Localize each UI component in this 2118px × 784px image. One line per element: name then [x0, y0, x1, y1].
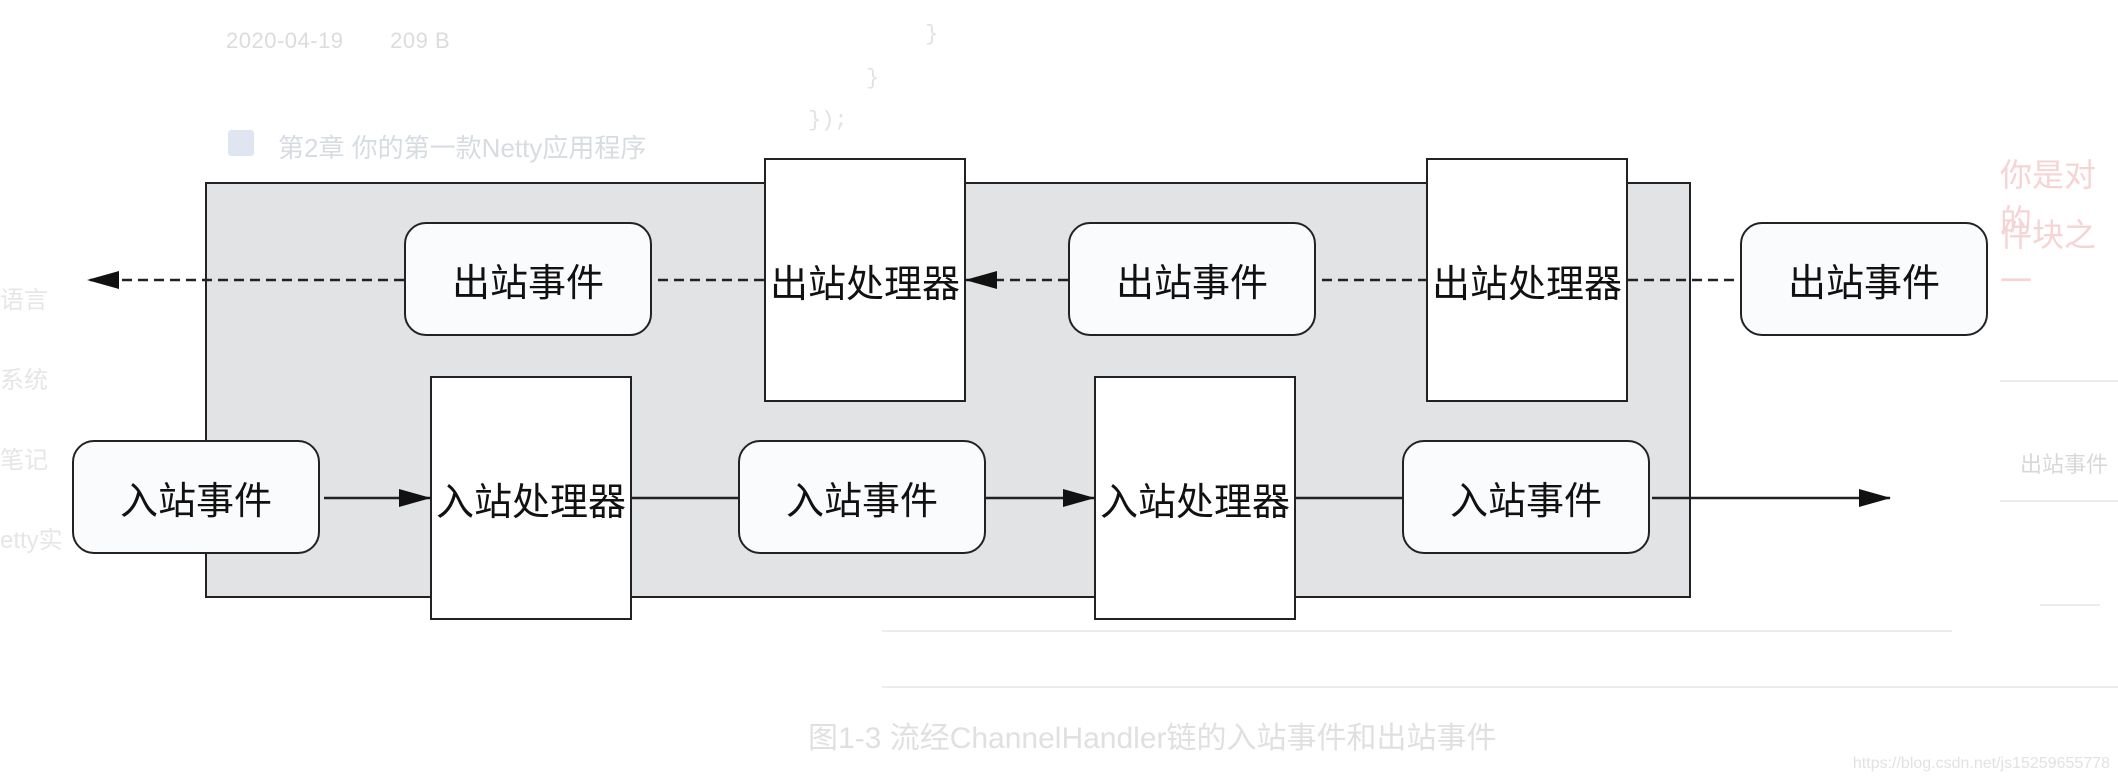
bg-article-size: 209 B — [390, 28, 451, 53]
outbound-event-3: 出站事件 — [1740, 222, 1988, 336]
inbound-event-1: 入站事件 — [72, 440, 320, 554]
bg-side-item-3[interactable]: 笔记 — [0, 447, 48, 474]
bg-article-date: 2020-04-19 — [226, 28, 344, 53]
bg-chapter-icon — [228, 130, 254, 156]
outbound-handler-2: 出站处理器 — [1426, 158, 1628, 402]
bg-divider — [2000, 380, 2118, 382]
inbound-event-2: 入站事件 — [738, 440, 986, 554]
bg-divider — [882, 686, 2118, 688]
inbound-event-3: 入站事件 — [1402, 440, 1650, 554]
bg-chapter-link[interactable]: 第2章 你的第一款Netty应用程序 — [278, 133, 647, 163]
inbound-handler-1: 入站处理器 — [430, 376, 632, 620]
bg-side-item-1[interactable]: 语言 — [0, 287, 48, 314]
bg-right-snippet-2: 件块之一 — [2000, 217, 2097, 299]
bg-article-meta: 2020-04-19 209 B — [226, 28, 490, 54]
bg-figure-caption: 图1-3 流经ChannelHandler链的入站事件和出站事件 — [808, 722, 1497, 755]
bg-code-line-3: }); — [808, 108, 848, 133]
bg-side-item-2[interactable]: 系统 — [0, 367, 48, 394]
bg-divider — [882, 630, 1952, 632]
outbound-handler-1: 出站处理器 — [764, 158, 966, 402]
inbound-handler-2: 入站处理器 — [1094, 376, 1296, 620]
bg-code-line-2: } — [866, 66, 880, 91]
bg-right-snippet-1: 你是对的 — [2000, 157, 2097, 239]
bg-watermark-url: https://blog.csdn.net/js15259655778 — [1852, 755, 2110, 772]
bg-code-line-1: } — [925, 22, 939, 47]
outbound-event-2: 出站事件 — [1068, 222, 1316, 336]
bg-right-label: 出站事件 — [2020, 453, 2109, 478]
outbound-event-1: 出站事件 — [404, 222, 652, 336]
bg-divider — [2000, 500, 2118, 502]
bg-arrow-line — [2040, 604, 2100, 606]
bg-side-item-4[interactable]: etty实 — [0, 527, 63, 554]
